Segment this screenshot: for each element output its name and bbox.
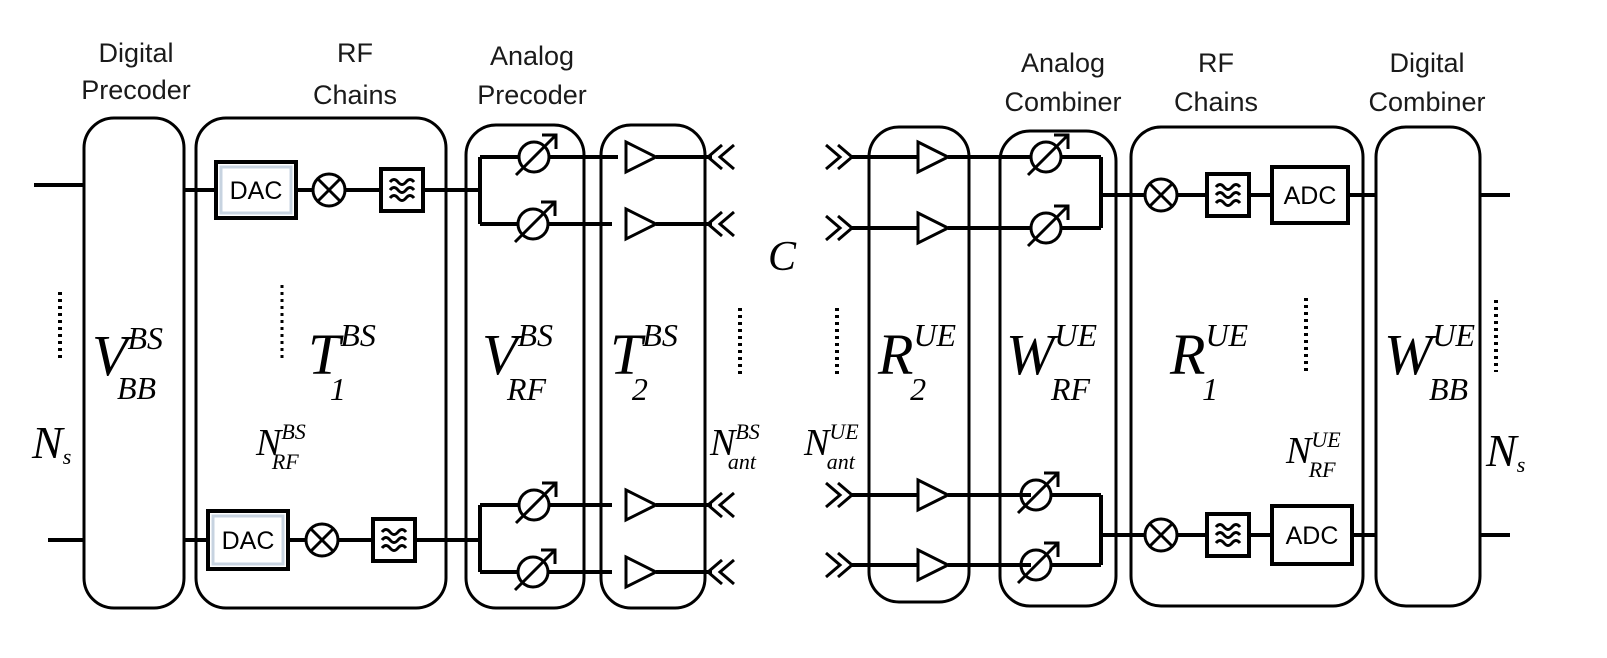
channel-label: C [768, 234, 797, 280]
bs-rf-chains-box [194, 116, 448, 610]
bs-rf-chains-caption-line1: RF [337, 38, 373, 68]
adc-top-label: ADC [1284, 182, 1337, 210]
ue-rf-chains-caption-line1: RF [1198, 48, 1234, 78]
bs-rf-chains-caption-line2: Chains [313, 80, 397, 110]
amplifier-icon [916, 548, 950, 582]
bs-input-streams: Ns [31, 183, 84, 542]
dac-bottom [206, 509, 290, 571]
adc-bottom-label: ADC [1286, 522, 1339, 550]
digital-precoder-box [82, 116, 186, 610]
ue-output-streams: Ns [1480, 193, 1525, 537]
analog-precoder-box [464, 123, 586, 610]
digital-combiner-box [1374, 125, 1482, 608]
amplifier-icon [916, 211, 950, 245]
amplifier-icon [624, 140, 658, 174]
amplifier-icon [624, 207, 658, 241]
mixer-icon [1143, 517, 1179, 553]
amplifier-icon [916, 140, 950, 174]
bs-amplifier-box [599, 123, 707, 610]
ue-amplifier-box [867, 125, 971, 604]
mixer-icon [1143, 177, 1179, 213]
antenna-icon [824, 143, 854, 171]
ue-rf-chains-box [1129, 125, 1365, 608]
digital-combiner-caption-line2: Combiner [1368, 87, 1485, 117]
filter-icon [1205, 172, 1251, 218]
adc-bottom [1270, 504, 1354, 566]
analog-combiner-caption-line1: Analog [1021, 48, 1105, 78]
amplifier-icon [916, 478, 950, 512]
analog-combiner-box [998, 129, 1118, 608]
amplifier-icon [624, 555, 658, 589]
antenna-icon [824, 481, 854, 509]
antenna-icon [824, 551, 854, 579]
amplifier-icon [624, 488, 658, 522]
digital-precoder-caption-line1: Digital [98, 38, 173, 68]
antenna-icon [824, 214, 854, 242]
ue-streams-label: Ns [1485, 425, 1525, 477]
dac-bottom-label: DAC [222, 527, 275, 555]
bs-streams-label: Ns [31, 417, 71, 469]
dac-top-label: DAC [230, 177, 283, 205]
filter-icon [371, 517, 417, 563]
dac-top [214, 160, 298, 220]
filter-icon [1205, 512, 1251, 558]
mixer-icon [311, 172, 347, 208]
analog-precoder-caption-line2: Precoder [477, 80, 587, 110]
analog-combiner-caption-line2: Combiner [1004, 87, 1121, 117]
filter-icon [379, 167, 425, 213]
mixer-icon [304, 522, 340, 558]
ue-rf-chains-caption-line2: Chains [1174, 87, 1258, 117]
adc-top [1270, 165, 1350, 225]
digital-precoder-caption-line2: Precoder [81, 75, 191, 105]
digital-combiner-caption-line1: Digital [1389, 48, 1464, 78]
analog-precoder-caption-line1: Analog [490, 41, 574, 71]
